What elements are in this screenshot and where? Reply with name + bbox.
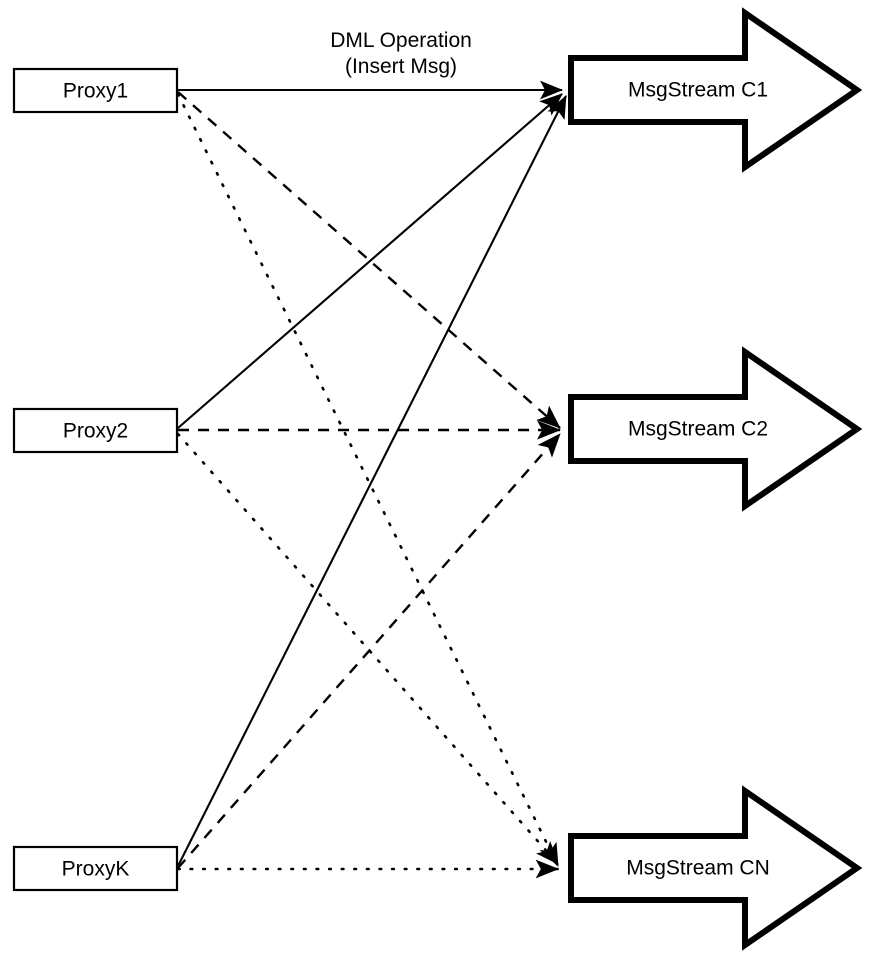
connection-proxy2-to-c1 <box>177 93 563 429</box>
node-msgstream-c2[interactable]: MsgStream C2 <box>568 346 863 512</box>
proxy1-box[interactable] <box>12 67 179 114</box>
connection-proxy1-to-c2 <box>177 91 561 429</box>
connection-proxy2-to-cn <box>176 432 560 866</box>
connection-group-proxyk <box>176 95 567 879</box>
edge-caption-dml-operation: DML Operation (Insert Msg) <box>330 29 472 78</box>
proxyk-label: ProxyK <box>62 858 130 881</box>
msgstream-c2-label: MsgStream C2 <box>628 418 768 441</box>
msgstream-cn-label: MsgStream CN <box>626 857 770 880</box>
node-proxy2[interactable]: Proxy2 <box>12 407 179 454</box>
msgstream-c1-label: MsgStream C1 <box>628 79 768 102</box>
msgstream-c2-arrow-shape[interactable] <box>568 346 863 512</box>
proxy2-box[interactable] <box>12 407 179 454</box>
connection-group-proxy1 <box>176 80 564 868</box>
node-proxyk[interactable]: ProxyK <box>12 845 179 892</box>
proxy1-label: Proxy1 <box>63 80 128 103</box>
msgstream-cn-arrow-shape[interactable] <box>568 785 863 951</box>
connection-group-proxy2 <box>176 93 563 866</box>
node-msgstream-cn[interactable]: MsgStream CN <box>568 785 863 951</box>
node-msgstream-c1[interactable]: MsgStream C1 <box>568 7 863 173</box>
edge-caption-line2: (Insert Msg) <box>345 55 457 78</box>
proxy2-label: Proxy2 <box>63 420 128 443</box>
proxyk-box[interactable] <box>12 845 179 892</box>
msgstream-c1-arrow-shape[interactable] <box>568 7 863 173</box>
connection-proxyk-to-c2 <box>177 433 561 869</box>
connection-proxyk-to-c1 <box>177 95 567 867</box>
edge-caption-line1: DML Operation <box>330 29 472 52</box>
connection-proxy1-to-cn <box>176 92 560 868</box>
node-proxy1[interactable]: Proxy1 <box>12 67 179 114</box>
